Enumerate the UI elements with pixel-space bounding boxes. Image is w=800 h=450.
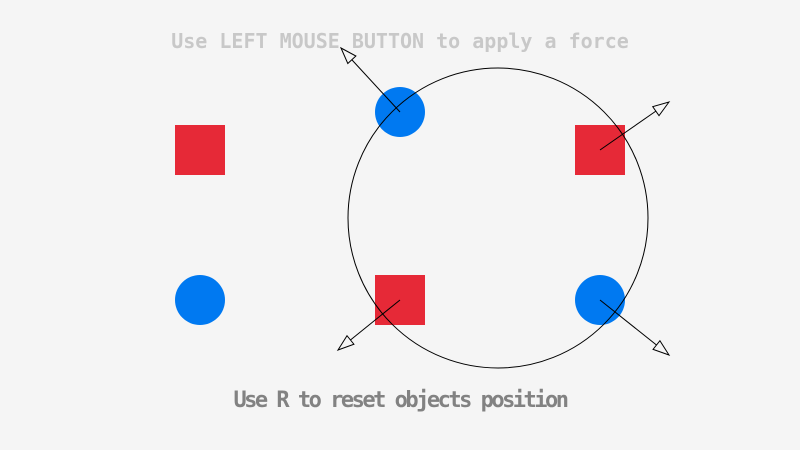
force-arrow-shaft [351, 59, 401, 113]
red-box[interactable] [175, 125, 225, 175]
force-arrow-head [336, 334, 355, 351]
force-arrow-shaft [599, 110, 657, 151]
force-arrow-shaft [599, 299, 657, 346]
force-arrow-shaft [350, 299, 401, 341]
force-arrow [339, 46, 401, 113]
force-arrow-head [651, 101, 671, 117]
instruction-apply-force: Use LEFT MOUSE BUTTON to apply a force [171, 29, 629, 53]
force-arrow [336, 299, 401, 351]
blue-ball[interactable] [175, 275, 225, 325]
force-field-circle [347, 67, 649, 369]
force-arrow [599, 299, 671, 356]
force-arrow [599, 101, 671, 151]
force-arrow-head [652, 339, 671, 356]
instruction-reset: Use R to reset objects position [233, 388, 569, 413]
force-arrow-head [339, 46, 357, 65]
